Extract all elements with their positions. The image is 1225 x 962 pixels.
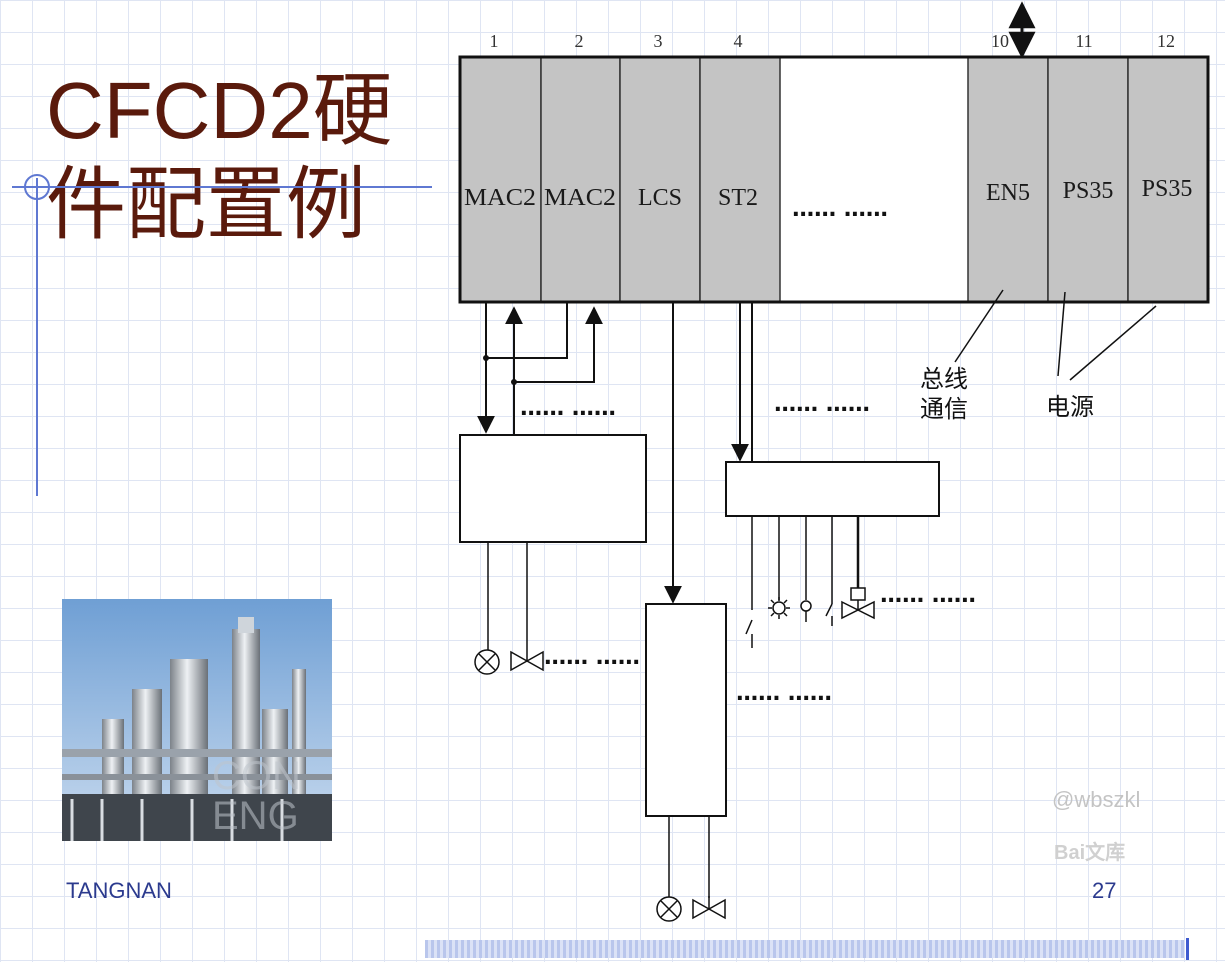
slot-number: 4 bbox=[734, 31, 743, 51]
bottom-decor-rule bbox=[1186, 938, 1189, 960]
power-label: 电源 bbox=[1046, 393, 1094, 421]
svg-text:CON: CON bbox=[212, 754, 301, 798]
switch-icon bbox=[825, 603, 833, 626]
watermark-handle: @wbszkl bbox=[1052, 787, 1141, 812]
module-slot bbox=[1127, 56, 1209, 303]
decor-vertical-line bbox=[36, 178, 38, 496]
slot-number: 11 bbox=[1075, 31, 1092, 51]
valve-icon bbox=[510, 650, 544, 672]
st-branch-ellipsis: …… …… bbox=[774, 392, 870, 417]
indicator-lamp-icon bbox=[656, 896, 682, 922]
mac-branch-ellipsis: …… …… bbox=[520, 396, 616, 421]
module-slot bbox=[540, 56, 621, 303]
mac-devices-ellipsis: …… …… bbox=[544, 645, 640, 670]
module-label: MAC2 bbox=[544, 185, 616, 211]
mac-io-unit-box bbox=[459, 434, 647, 543]
slot-number: 10 bbox=[991, 31, 1009, 51]
module-label: PS35 bbox=[1063, 178, 1114, 204]
valve-icon bbox=[692, 896, 726, 920]
slot-number: 2 bbox=[575, 31, 584, 51]
footer-author: TANGNAN bbox=[66, 878, 172, 903]
st-io-unit-box bbox=[725, 461, 940, 517]
module-label: MAC2 bbox=[464, 185, 536, 211]
empty-slot-ellipsis: …… …… bbox=[792, 197, 888, 222]
module-label: EN5 bbox=[986, 180, 1030, 206]
bus-communication-label: 总线 bbox=[920, 365, 968, 393]
module-label: PS35 bbox=[1142, 176, 1193, 202]
slide-title: CFCD2硬件配置例 bbox=[46, 66, 393, 249]
indicator-lamp-icon bbox=[474, 649, 500, 675]
module-slot bbox=[459, 56, 542, 303]
slot-number: 1 bbox=[490, 31, 499, 51]
module-slot bbox=[619, 56, 701, 303]
module-label: ST2 bbox=[718, 185, 758, 211]
slot-number: 3 bbox=[654, 31, 663, 51]
slot-number: 12 bbox=[1157, 31, 1175, 51]
baidu-wenku-logo: Bai文库 bbox=[1054, 842, 1126, 864]
page-number: 27 bbox=[1092, 878, 1117, 903]
lcs-io-unit-box bbox=[645, 603, 727, 817]
module-slot bbox=[967, 56, 1049, 303]
solenoid-valve-icon bbox=[841, 587, 875, 620]
decor-crosshair-circle bbox=[24, 174, 50, 200]
svg-text:ENG: ENG bbox=[212, 794, 299, 838]
module-slot bbox=[699, 56, 781, 303]
bottom-decor-bar bbox=[425, 940, 1185, 958]
bus-communication-label: 通信 bbox=[920, 395, 968, 423]
decor-horizontal-line bbox=[12, 186, 432, 188]
lcs-devices-ellipsis: …… …… bbox=[736, 681, 832, 706]
module-slot bbox=[1047, 56, 1129, 303]
refinery-photo: CON ENG bbox=[62, 599, 332, 841]
st-devices-ellipsis: …… …… bbox=[880, 583, 976, 608]
sensor-icon bbox=[800, 600, 812, 622]
alarm-light-icon bbox=[768, 597, 790, 619]
module-label: LCS bbox=[638, 185, 682, 211]
